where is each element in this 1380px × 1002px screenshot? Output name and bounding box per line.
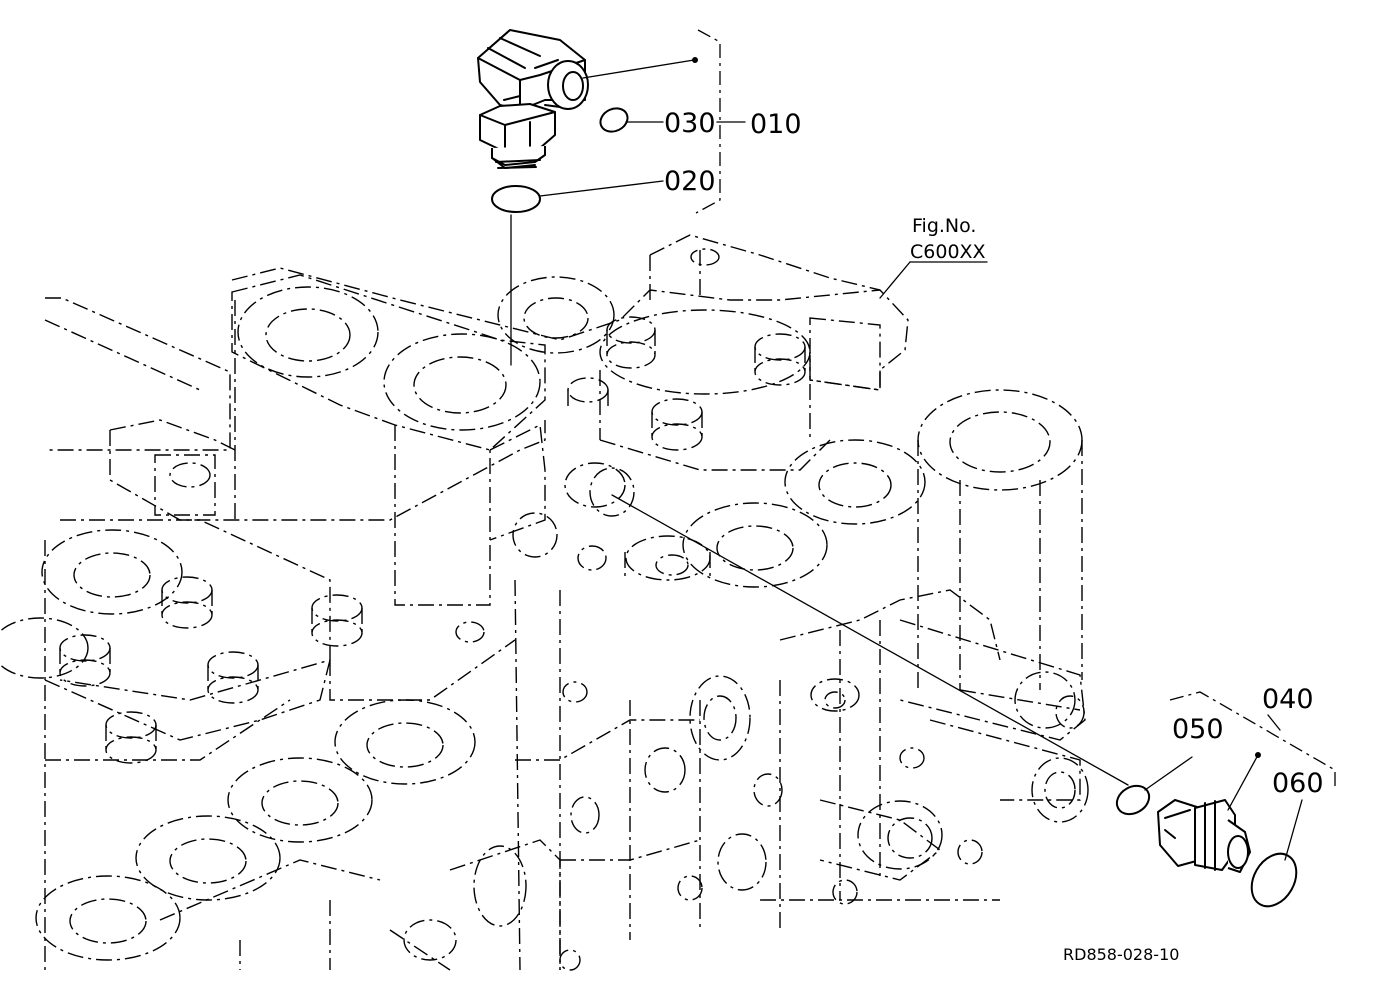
- boss: [1014, 671, 1085, 729]
- body-bosses: [59, 316, 1089, 971]
- part-label-020: 020: [664, 166, 716, 197]
- figure-ref-number: C600XX: [910, 241, 986, 263]
- boss: [512, 512, 558, 558]
- part-label-050: 050: [1172, 714, 1224, 745]
- o-ring-030: [599, 107, 629, 133]
- boss: [403, 845, 581, 971]
- boss: [810, 678, 860, 712]
- boss: [1031, 757, 1089, 823]
- boss: [754, 333, 806, 386]
- boss: [567, 377, 609, 410]
- boss: [899, 747, 925, 769]
- drawing-code: RD858-028-10: [1063, 945, 1179, 964]
- part-label-040: 040: [1262, 684, 1314, 715]
- o-ring-020: [491, 185, 541, 213]
- boss: [207, 651, 259, 704]
- boss: [105, 711, 157, 764]
- boss: [564, 462, 635, 517]
- boss: [455, 621, 588, 703]
- alignment-lines: [510, 214, 1129, 786]
- o-ring-060: [1250, 852, 1298, 908]
- boss: [311, 594, 363, 647]
- boss: [857, 800, 943, 870]
- figure-ref-title: Fig.No.: [912, 215, 976, 237]
- part-label-060: 060: [1272, 768, 1324, 799]
- boss: [570, 747, 783, 834]
- part-labels: 010 020 030 040 050 060: [664, 108, 1324, 799]
- boss: [606, 316, 656, 369]
- boss: [59, 634, 111, 687]
- part-label-030: 030: [664, 108, 716, 139]
- elbow-fitting: [477, 29, 589, 169]
- boss: [677, 833, 983, 905]
- leader-lines: [539, 29, 1336, 861]
- boss: [161, 576, 213, 629]
- figure-reference: Fig.No. C600XX: [910, 215, 986, 263]
- boss: [689, 675, 751, 761]
- control-valve-body: [0, 234, 1086, 971]
- boss: [651, 398, 703, 451]
- boss: [577, 545, 846, 709]
- part-label-010: 010: [750, 109, 802, 140]
- straight-fitting: [1157, 799, 1251, 873]
- o-ring-050: [1115, 784, 1151, 816]
- boss: [624, 535, 711, 581]
